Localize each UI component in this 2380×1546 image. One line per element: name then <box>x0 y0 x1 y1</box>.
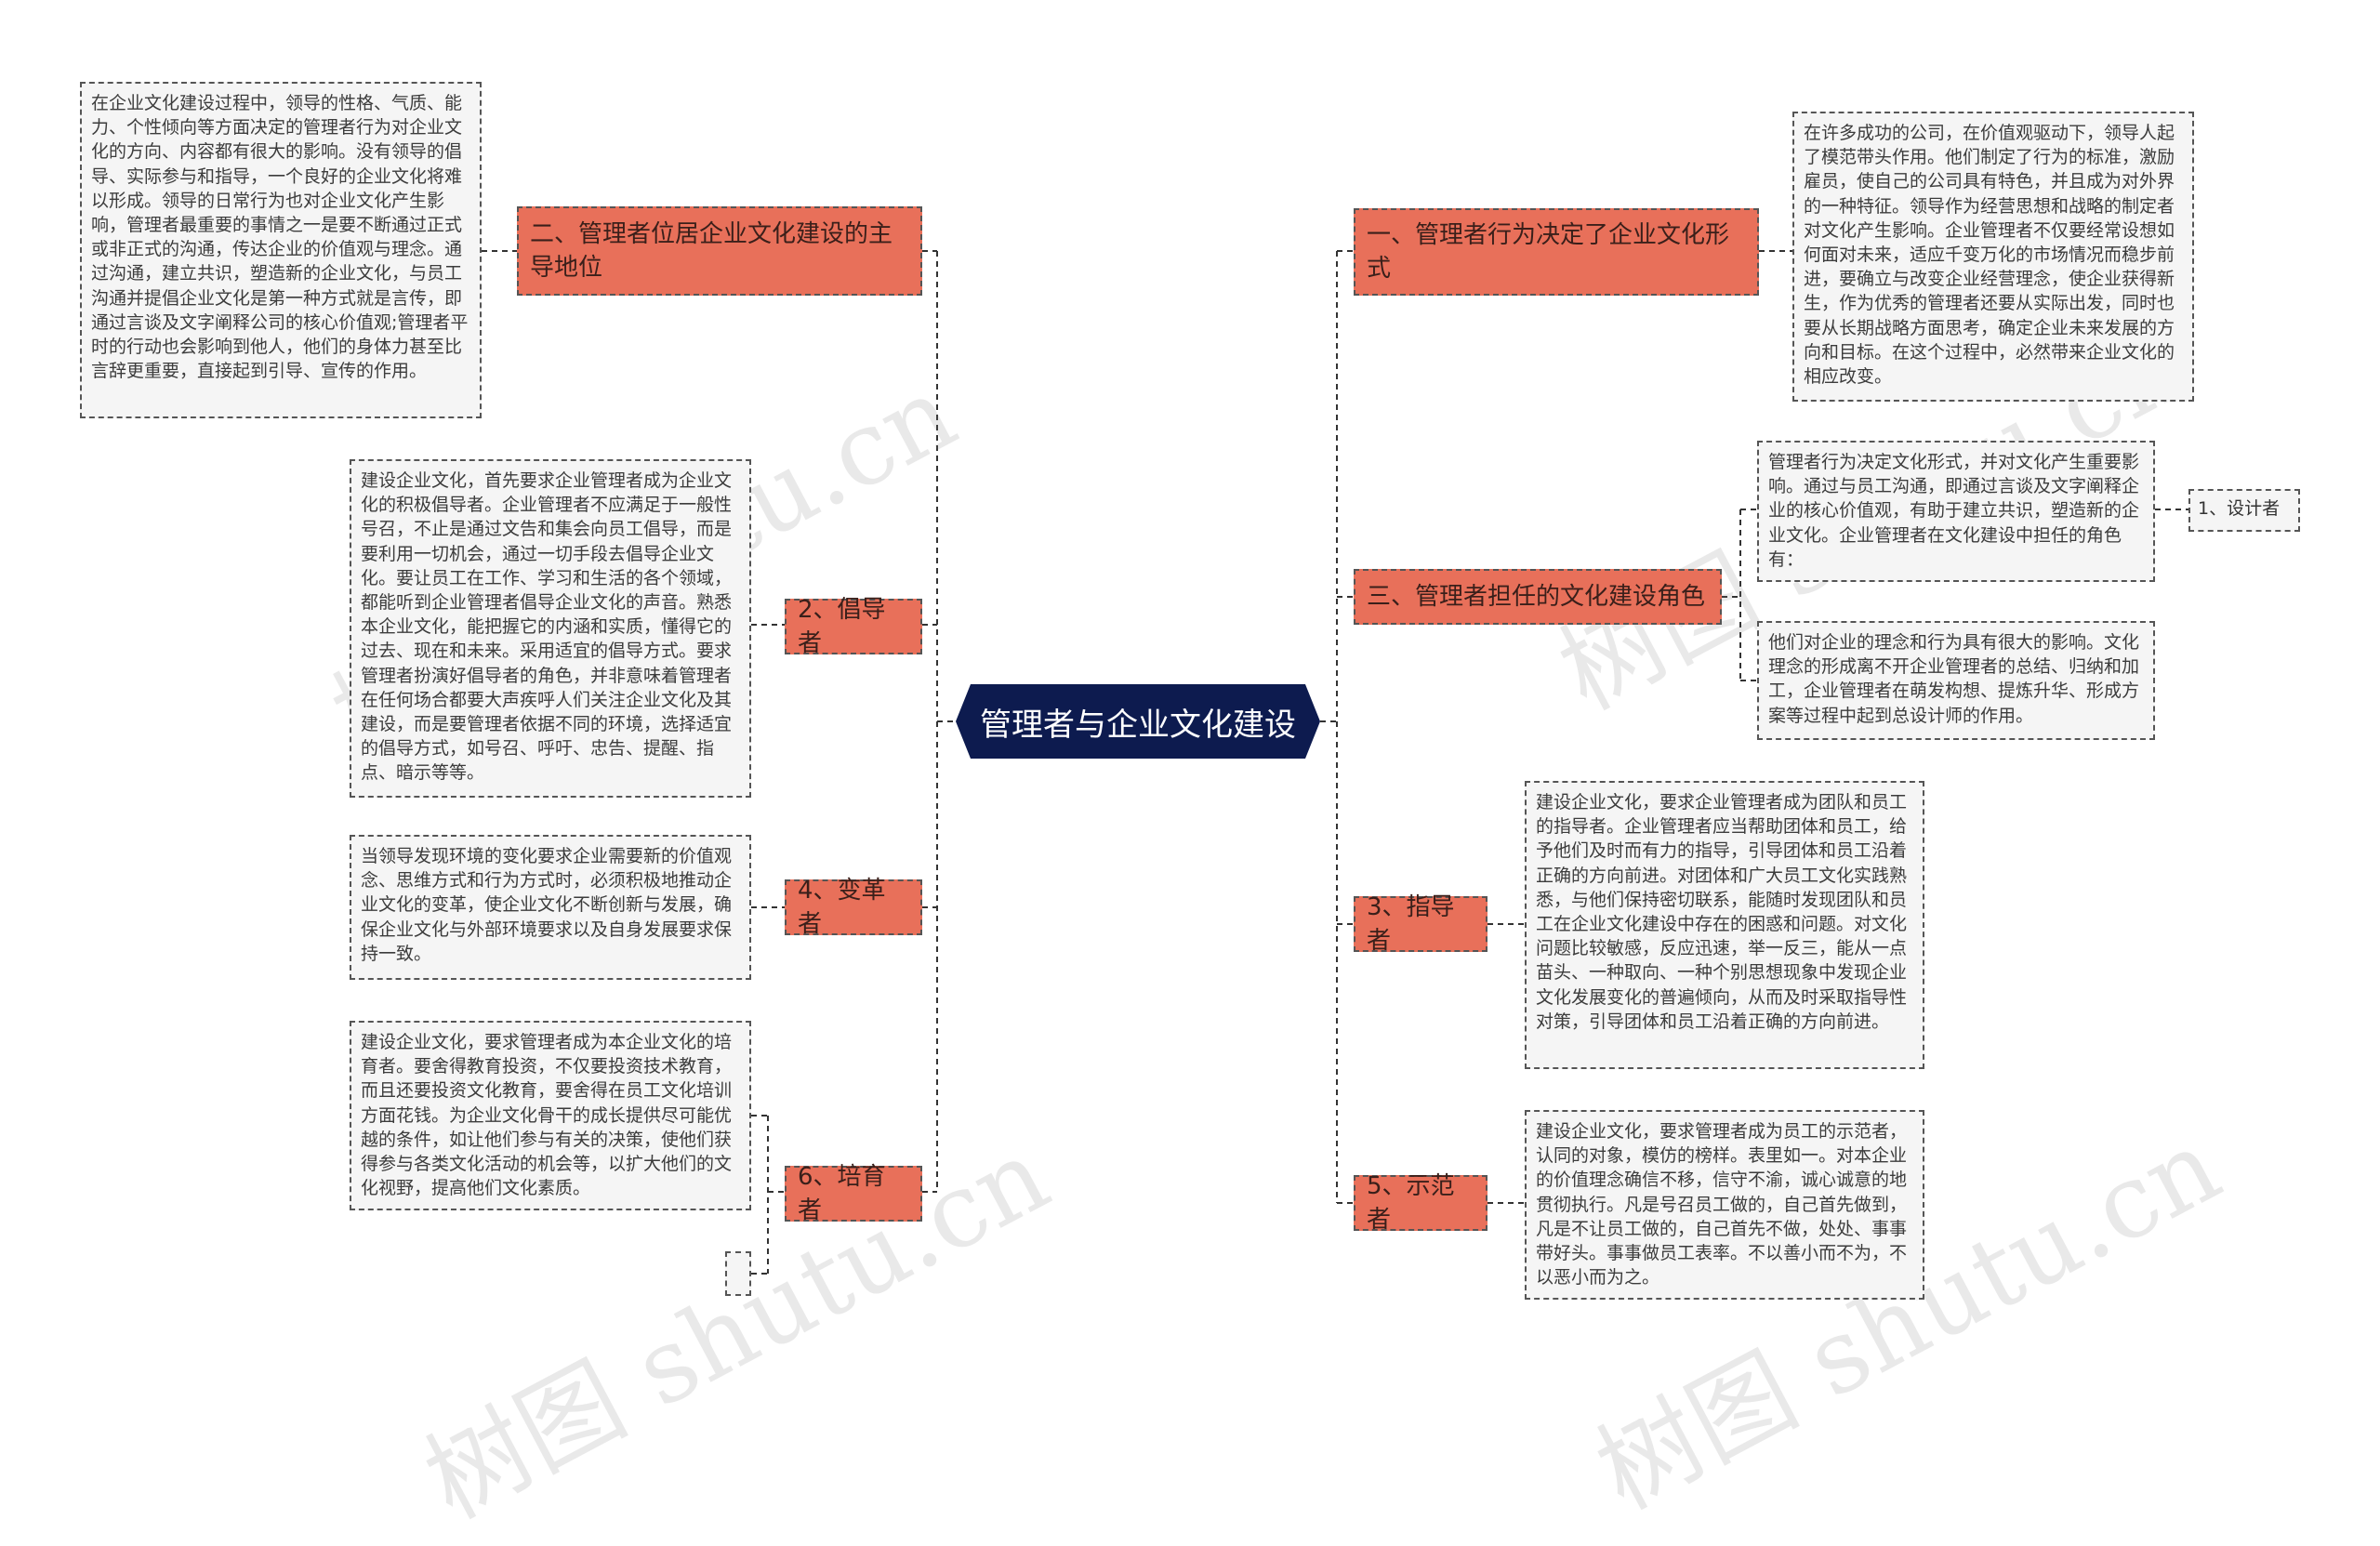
topic-label: 2、倡导者 <box>798 596 886 657</box>
topic-label: 三、管理者担任的文化建设角色 <box>1367 583 1706 611</box>
topic-label: 4、变革者 <box>798 877 886 938</box>
right-leaf-designer[interactable]: 1、设计者 <box>2188 489 2300 532</box>
left-note-empty <box>725 1251 751 1296</box>
left-topic-leadership[interactable]: 二、管理者位居企业文化建设的主导地位 <box>517 206 922 296</box>
left-note-cultivator: 建设企业文化，要求管理者成为本企业文化的培育者。要舍得教育投资，不仅要投资技术教… <box>350 1021 751 1210</box>
left-topic-cultivator[interactable]: 6、培育者 <box>785 1163 922 1224</box>
right-topic-role[interactable]: 三、管理者担任的文化建设角色 <box>1354 569 1722 625</box>
right-note-guide: 建设企业文化，要求企业管理者成为团队和员工的指导者。企业管理者应当帮助团体和员工… <box>1525 781 1924 1069</box>
topic-label: 一、管理者行为决定了企业文化形式 <box>1367 221 1730 283</box>
left-note-advocate: 建设企业文化，首先要求企业管理者成为企业文化的积极倡导者。企业管理者不应满足于一… <box>350 459 751 798</box>
root-node[interactable]: 管理者与企业文化建设 <box>956 684 1320 759</box>
root-title: 管理者与企业文化建设 <box>980 706 1296 744</box>
topic-label: 3、指导者 <box>1367 893 1455 955</box>
right-note-exemplar: 建设企业文化，要求管理者成为员工的示范者，认同的对象，模仿的榜样。表里如一。对本… <box>1525 1110 1924 1300</box>
right-topic-behavior[interactable]: 一、管理者行为决定了企业文化形式 <box>1354 208 1759 296</box>
right-topic-guide[interactable]: 3、指导者 <box>1354 893 1488 955</box>
left-topic-advocate[interactable]: 2、倡导者 <box>785 596 922 657</box>
right-note-role-designer: 他们对企业的理念和行为具有很大的影响。文化理念的形成离不开企业管理者的总结、归纳… <box>1757 621 2155 740</box>
topic-label: 5、示范者 <box>1367 1172 1455 1234</box>
left-note-reformer: 当领导发现环境的变化要求企业需要新的价值观念、思维方式和行为方式时，必须积极地推… <box>350 835 751 980</box>
topic-label: 二、管理者位居企业文化建设的主导地位 <box>530 220 893 282</box>
right-note-behavior: 在许多成功的公司，在价值观驱动下，领导人起了模范带头作用。他们制定了行为的标准，… <box>1792 112 2194 402</box>
topic-label: 6、培育者 <box>798 1163 886 1224</box>
left-topic-reformer[interactable]: 4、变革者 <box>785 877 922 938</box>
left-note-leadership: 在企业文化建设过程中，领导的性格、气质、能力、个性倾向等方面决定的管理者行为对企… <box>80 82 482 418</box>
right-note-role-intro: 管理者行为决定文化形式，并对文化产生重要影响。通过与员工沟通，即通过言谈及文字阐… <box>1757 441 2155 582</box>
right-topic-exemplar[interactable]: 5、示范者 <box>1354 1172 1488 1234</box>
root-shape <box>956 684 1320 759</box>
